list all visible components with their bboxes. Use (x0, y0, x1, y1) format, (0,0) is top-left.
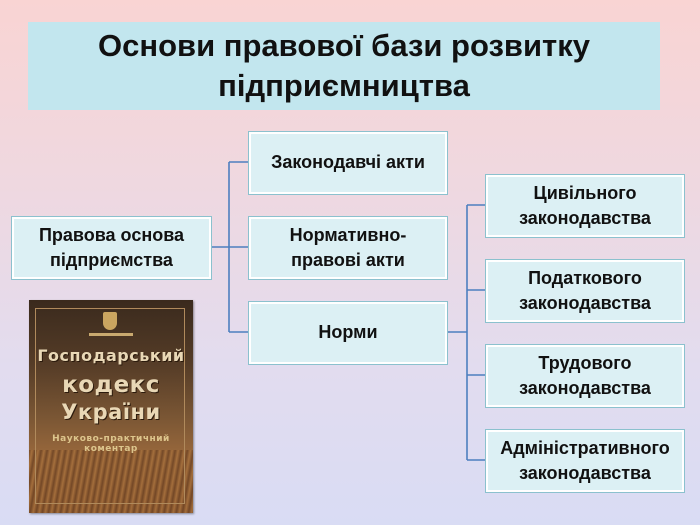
node-legal-basis: Правова основа підприємства (12, 217, 211, 279)
node-labor-law-line-2: законодавства (519, 376, 651, 401)
node-administrative-law: Адміністративного законодавства (486, 430, 684, 492)
node-normative-acts: Нормативно- правові акти (249, 217, 447, 279)
book-title-line-1: Господарський (33, 346, 189, 365)
book-title-line-3: України (33, 400, 189, 424)
node-civil-law: Цивільного законодавства (486, 175, 684, 237)
node-norms-line-1: Норми (318, 320, 377, 345)
node-tax-law-line-2: законодавства (519, 291, 651, 316)
node-normative-acts-line-2: правові акти (290, 248, 407, 273)
node-labor-law-line-1: Трудового (519, 351, 651, 376)
book-title-line-2: кодекс (33, 372, 189, 398)
node-norms: Норми (249, 302, 447, 364)
node-labor-law: Трудового законодавства (486, 345, 684, 407)
book-subtitle: Науково-практичний коментар (39, 434, 183, 454)
coat-of-arms-icon (103, 312, 117, 330)
commercial-code-book-image: Господарський кодекс України Науково-пра… (29, 300, 193, 513)
node-civil-law-line-2: законодавства (519, 206, 651, 231)
node-normative-acts-line-1: Нормативно- (290, 223, 407, 248)
book-publisher-mark (89, 333, 133, 336)
node-tax-law: Податкового законодавства (486, 260, 684, 322)
node-legislative-acts-line-1: Законодавчі акти (271, 150, 425, 175)
node-legislative-acts: Законодавчі акти (249, 132, 447, 194)
node-tax-law-line-1: Податкового (519, 266, 651, 291)
node-administrative-law-line-1: Адміністративного (500, 436, 670, 461)
node-legal-basis-line-1: Правова основа (39, 223, 184, 248)
node-administrative-law-line-2: законодавства (500, 461, 670, 486)
node-legal-basis-line-2: підприємства (39, 248, 184, 273)
node-civil-law-line-1: Цивільного (519, 181, 651, 206)
